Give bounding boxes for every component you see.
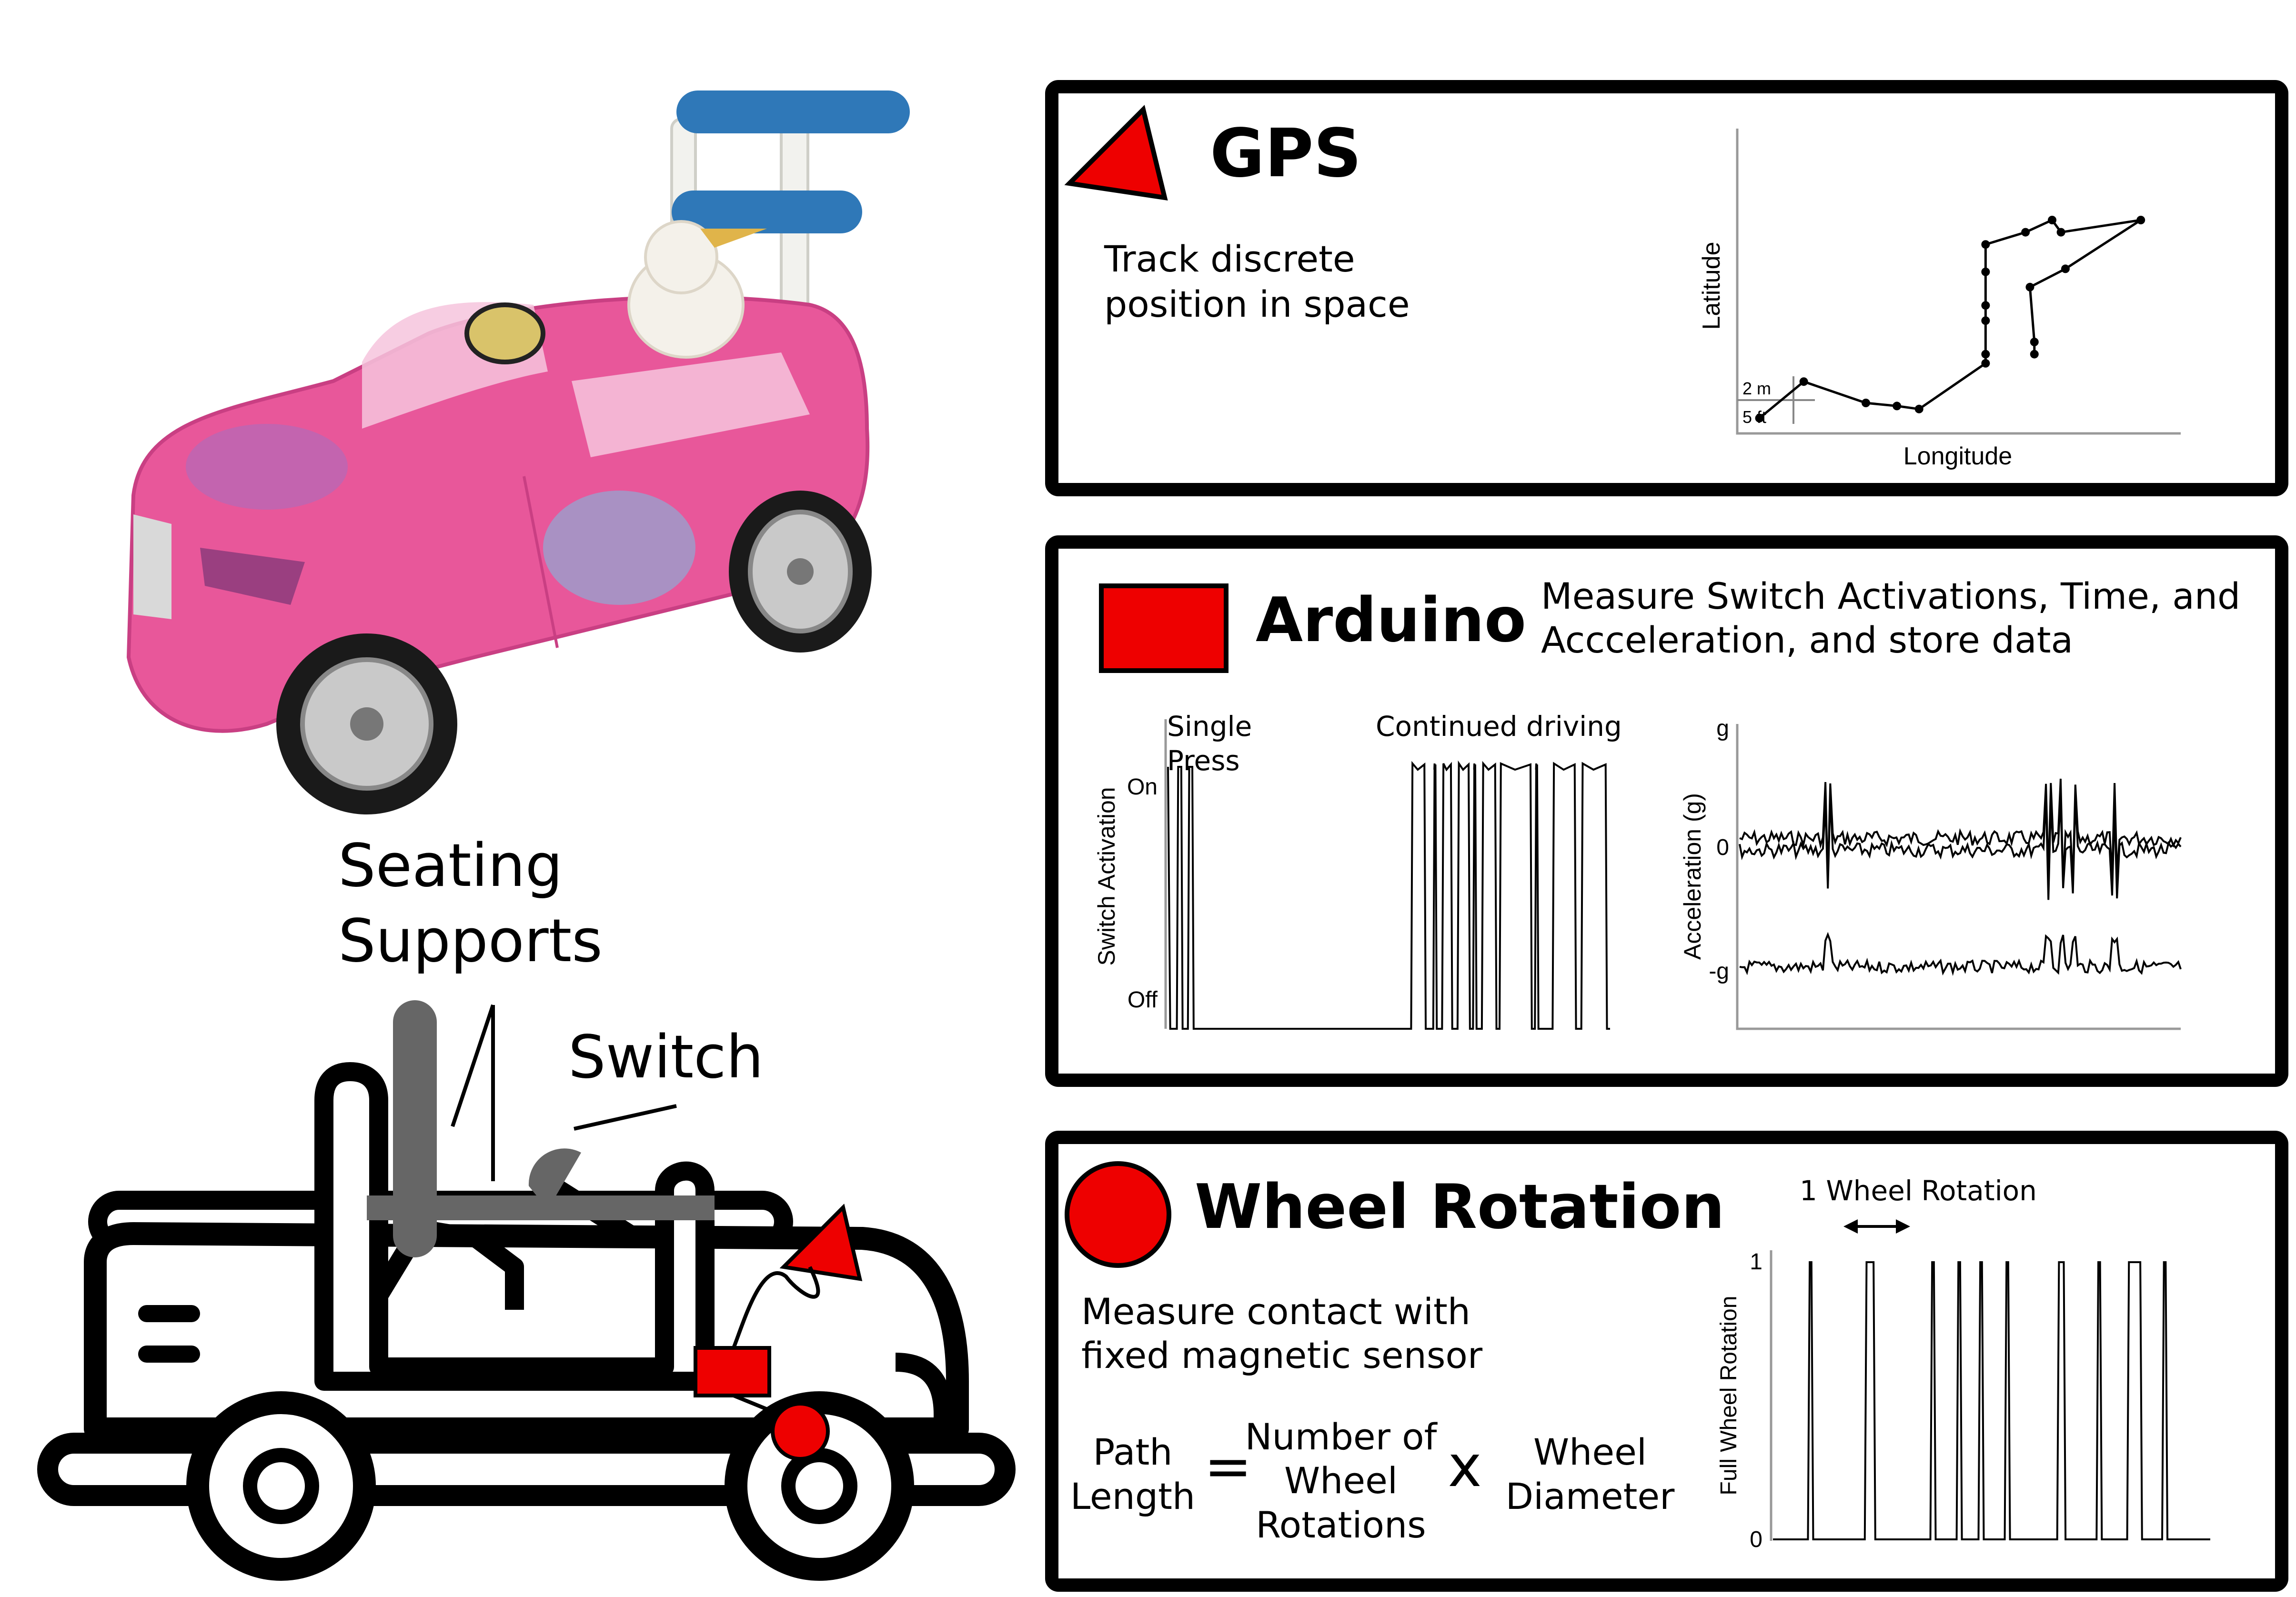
gps-title: GPS: [1210, 115, 1361, 192]
formula-wheel-2: Wheel: [1533, 1431, 1647, 1473]
car-line-drawing: [37, 1000, 1016, 1581]
wheel-desc-line2: fixed magnetic sensor: [1081, 1334, 1483, 1376]
seating-supports-label-line2: Supports: [338, 907, 603, 975]
gps-ylabel: Latitude: [1698, 241, 1725, 330]
gps-point: [2021, 228, 2030, 237]
gps-panel: GPS Track discrete position in space Lat…: [1045, 80, 2288, 496]
toy-steering-wheel: [464, 302, 545, 364]
continued-driving-label: Continued driving: [1376, 710, 1622, 743]
gps-point: [2025, 282, 2034, 291]
gps-sensor-triangle: [779, 1204, 863, 1281]
gps-point: [1981, 240, 1990, 249]
gps-desc-line2: position in space: [1104, 283, 1410, 325]
switch-ylabel: Switch Activation: [1093, 787, 1120, 965]
switch-activation-plot: [1167, 760, 1610, 1030]
gps-point: [1861, 399, 1870, 407]
switch-series: [1167, 760, 1610, 1030]
arduino-panel: Arduino Measure Switch Activations, Time…: [1045, 535, 2288, 1087]
double-arrow-icon: [1843, 1219, 1910, 1234]
formula-rotations: Rotations: [1256, 1504, 1426, 1546]
one-wheel-rotation-label: 1 Wheel Rotation: [1800, 1175, 2037, 1207]
formula-number-of: Number of: [1245, 1416, 1438, 1458]
wheel-rotation-series: [1773, 1261, 2210, 1540]
gps-point: [1914, 404, 1923, 413]
gps-point: [1981, 301, 1990, 310]
switch-label: Switch: [568, 1023, 764, 1092]
switch-tick-off: Off: [1128, 987, 1158, 1013]
formula-diameter: Diameter: [1506, 1475, 1675, 1517]
accel-series: [1739, 932, 2182, 976]
toy-rear-wheel: [729, 491, 872, 653]
arduino-sensor-square: [694, 1346, 771, 1397]
path-length-formula: Path Length = Number of Wheel Rotations …: [1070, 1416, 1675, 1546]
square-icon: [1099, 583, 1229, 673]
formula-length: Length: [1070, 1475, 1195, 1517]
gps-point: [2136, 216, 2145, 224]
side-window: [572, 352, 810, 457]
gps-point: [1755, 414, 1764, 422]
accel-tick-neg-g: -g: [1709, 959, 1729, 984]
switch-tick-on: On: [1127, 774, 1158, 800]
gps-track-plot: [1755, 216, 2145, 422]
gps-xlabel: Longitude: [1903, 442, 2012, 470]
triangle-icon: [1064, 105, 1168, 201]
gps-point: [1981, 359, 1990, 368]
gps-point: [1893, 402, 1902, 411]
blue-foam-bar-bottom: [672, 191, 862, 233]
wheel-ylabel: Full Wheel Rotation: [1716, 1296, 1742, 1496]
gps-point: [2061, 264, 2070, 273]
gps-desc-line1: Track discrete: [1104, 238, 1355, 280]
formula-times: x: [1448, 1434, 1481, 1500]
wheel-title: Wheel Rotation: [1195, 1172, 1725, 1243]
blue-foam-bar-top: [676, 90, 910, 133]
wheel-panel: Wheel Rotation Measure contact with fixe…: [1045, 1131, 2288, 1592]
gps-point: [2030, 350, 2039, 359]
single-press-label-2: Press: [1167, 744, 1240, 777]
accel-ylabel: Acceleration (g): [1679, 793, 1706, 960]
wheel-desc-line1: Measure contact with: [1081, 1290, 1470, 1333]
wheel-tick-0: 0: [1750, 1527, 1762, 1552]
accel-tick-0: 0: [1716, 835, 1729, 860]
gps-point: [2048, 216, 2057, 224]
formula-path: Path: [1093, 1431, 1173, 1473]
formula-wheel: Wheel: [1284, 1459, 1398, 1502]
toy-front-wheel: [276, 633, 457, 814]
gps-point: [1981, 350, 1990, 359]
wheel-rotation-plot: [1773, 1261, 2210, 1540]
wheel-tick-1: 1: [1750, 1249, 1762, 1275]
accel-tick-g: g: [1716, 716, 1729, 741]
accel-series: [1739, 795, 2182, 900]
seating-supports-label-line1: Seating: [338, 832, 563, 900]
single-press-label-1: Single: [1167, 710, 1252, 743]
formula-equals: =: [1204, 1434, 1252, 1500]
arduino-title: Arduino: [1256, 585, 1526, 656]
gps-point: [1799, 377, 1808, 386]
gps-point: [1981, 267, 1990, 276]
gps-point: [2056, 228, 2065, 237]
toy-car-photo: [126, 90, 910, 814]
arduino-desc-line2: Accceleration, and store data: [1541, 619, 2073, 661]
acceleration-plot: [1739, 778, 2182, 976]
circle-icon: [1065, 1161, 1171, 1268]
arduino-desc-line1: Measure Switch Activations, Time, and: [1541, 575, 2240, 617]
gps-point: [1981, 316, 1990, 325]
accel-series: [1739, 778, 2182, 883]
wheel-sensor-circle: [771, 1402, 830, 1461]
scale-2m: 2 m: [1742, 379, 1771, 398]
gps-point: [2030, 338, 2039, 346]
